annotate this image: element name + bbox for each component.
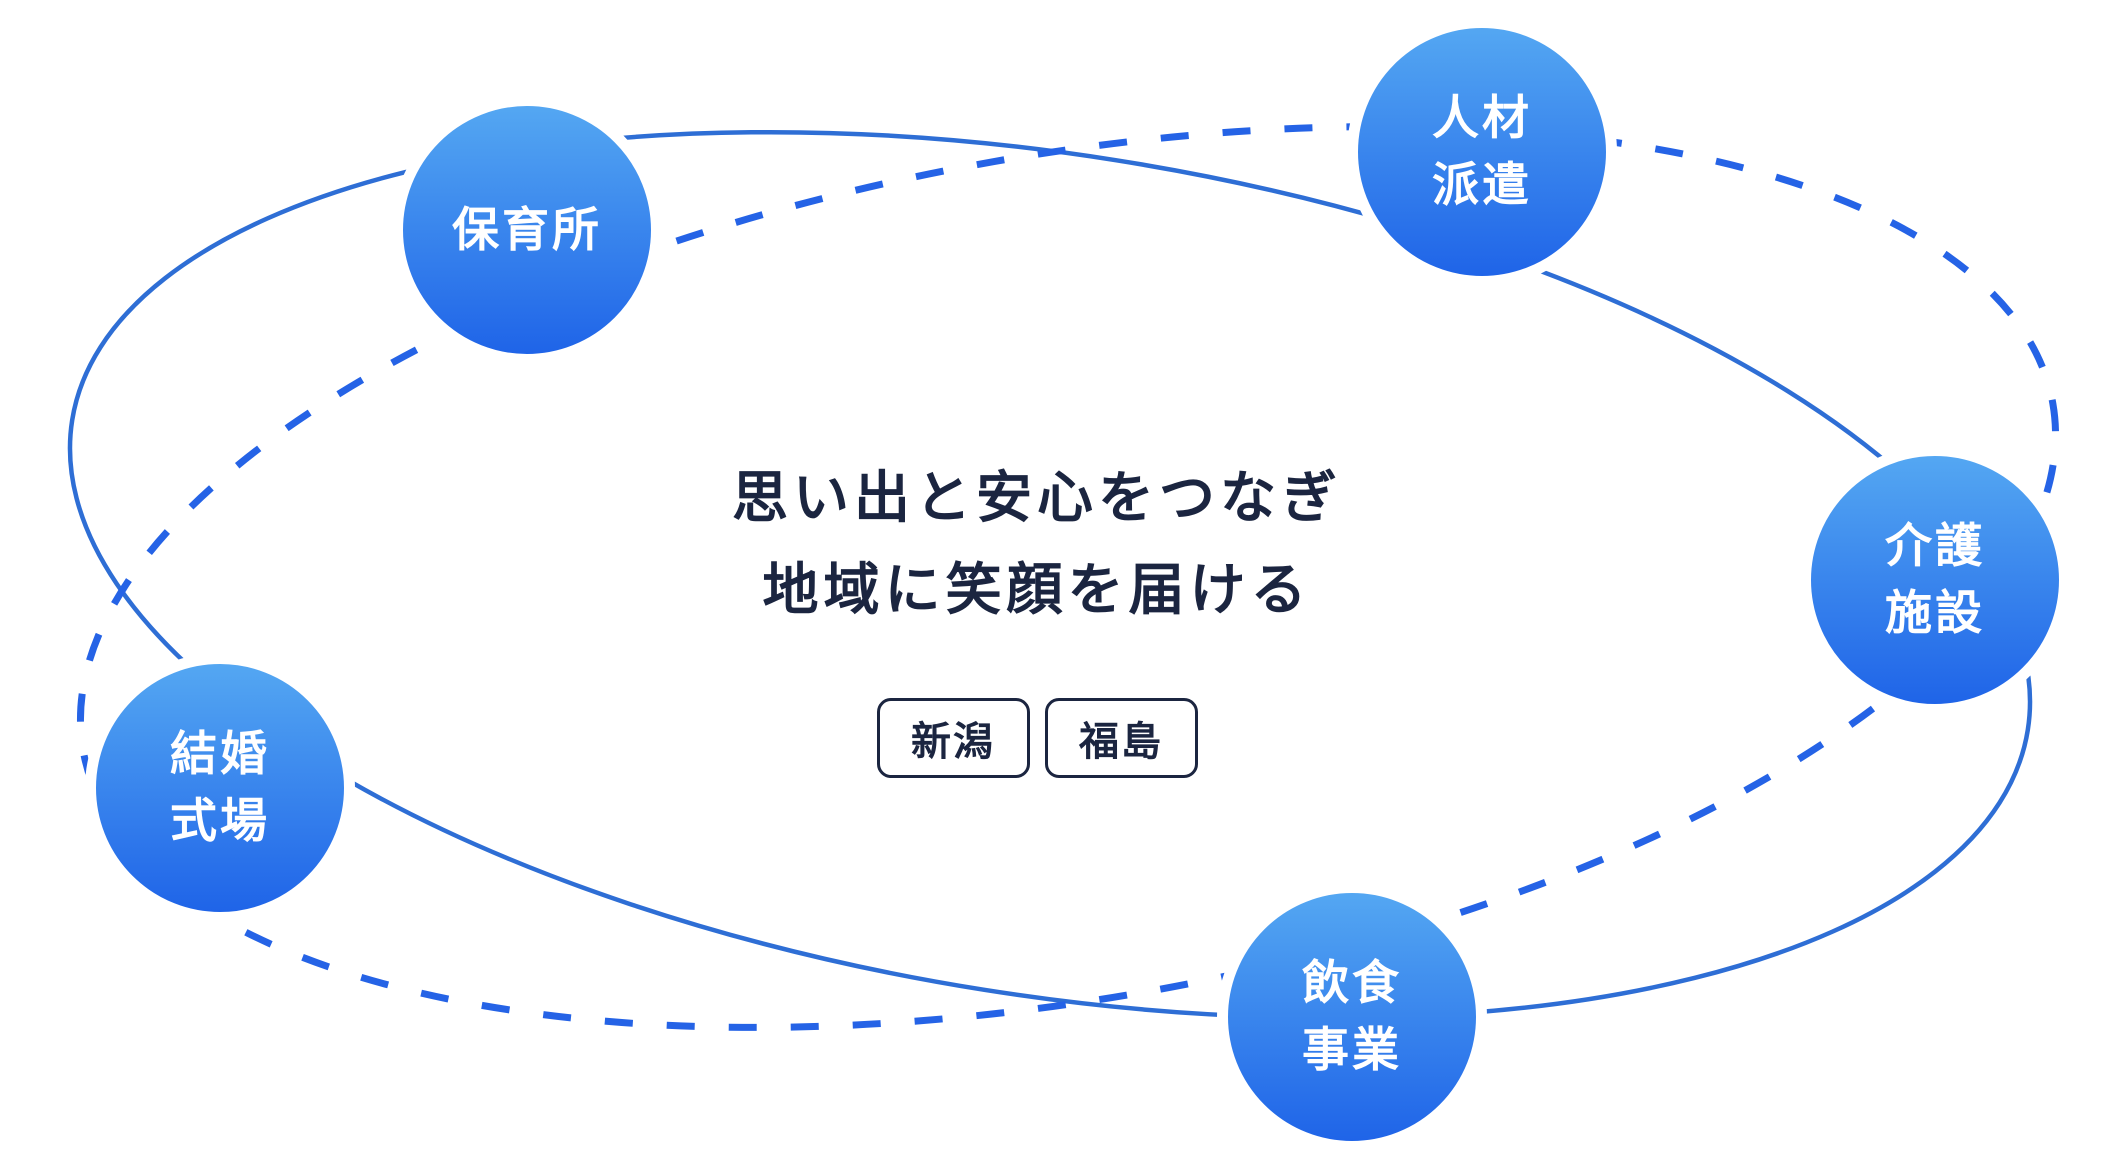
business-circle-label: 人材	[1432, 91, 1532, 145]
slogan-line-1: 思い出と安心をつなぎ	[732, 466, 1342, 529]
business-circle-kaigo-shisetsu: 介護 施設	[1800, 445, 2070, 715]
region-badge-fukushima: 福島	[1044, 698, 1198, 778]
orbit-dashed-ellipse	[76, 123, 2060, 1031]
business-circle-jinzai-haken: 人材 派遣	[1347, 17, 1617, 287]
region-badge-niigata: 新潟	[876, 698, 1030, 778]
business-circle-label: 事業	[1302, 1023, 1402, 1076]
business-circle-hoikusho: 保育所	[392, 95, 662, 365]
region-badges: 新潟 福島	[337, 698, 1737, 778]
business-circle-label: 介護	[1885, 519, 1985, 573]
slogan-line-2: 地域に笑顔を届ける	[762, 557, 1312, 621]
orbit-solid-ellipse	[67, 129, 2033, 1021]
business-circle-inshoku-jigyo: 飲食 事業	[1217, 882, 1487, 1152]
business-circle-label: 派遣	[1432, 158, 1532, 211]
business-circle-label: 結婚	[170, 727, 270, 781]
business-circle-label: 施設	[1885, 586, 1985, 639]
business-circle-label: 式場	[170, 794, 270, 847]
center-slogan: 思い出と安心をつなぎ 地域に笑顔を届ける	[337, 452, 1737, 636]
business-circle-label: 飲食	[1302, 956, 1402, 1010]
business-circle-kekkon-shikijo: 結婚 式場	[85, 653, 355, 923]
business-circle-label: 保育所	[452, 202, 602, 256]
